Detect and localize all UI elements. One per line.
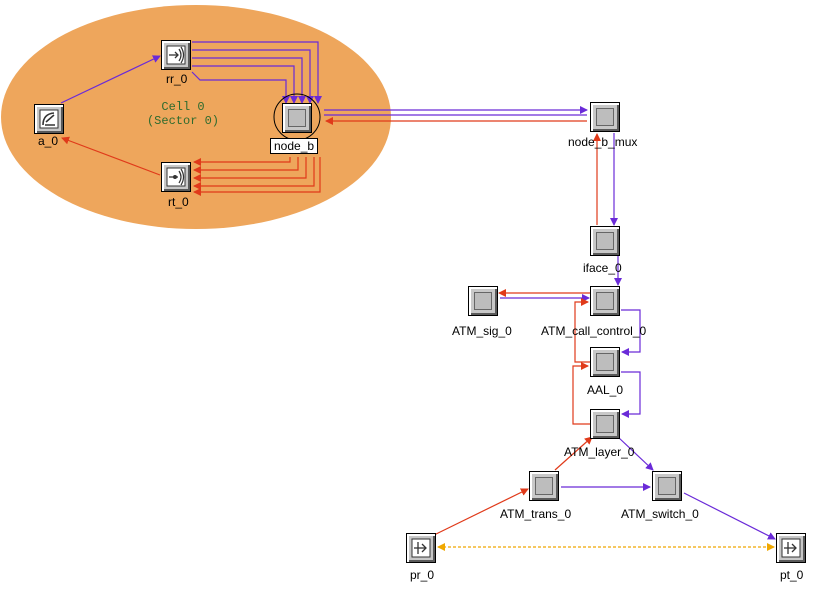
node-rt0-label: rt_0 (168, 195, 189, 209)
node-nodebmux-label: node_b_mux (568, 135, 638, 149)
node-atmswitch0-label: ATM_switch_0 (621, 507, 699, 521)
link-layer-switch[interactable] (617, 436, 654, 471)
node-pt0[interactable] (776, 533, 806, 563)
node-iface0[interactable] (590, 226, 620, 256)
link-nodeb-rt0-2[interactable] (193, 157, 299, 174)
link-rt0-a0[interactable] (61, 136, 161, 176)
link-rr0-nodeb-1[interactable] (192, 41, 322, 104)
link-rr0-nodeb-4[interactable] (192, 65, 298, 104)
node-atmtrans0[interactable] (529, 471, 559, 501)
cell-label: Cell 0 (Sector 0) (128, 100, 238, 128)
link-trans-layer[interactable] (554, 436, 593, 471)
node-a0[interactable] (34, 104, 64, 134)
cell-sector-region (1, 5, 391, 229)
node-nodeb-label: node_b (270, 138, 319, 154)
link-nodeb-rt0-3[interactable] (193, 157, 307, 182)
node-pr0[interactable] (406, 533, 436, 563)
node-atmswitch0[interactable] (652, 471, 682, 501)
node-nodeb[interactable] (282, 103, 312, 133)
link-nodeb-rt0-1[interactable] (193, 157, 291, 166)
node-a0-label: a_0 (38, 134, 59, 148)
node-pr0-label: pr_0 (410, 568, 435, 582)
link-switch-pt[interactable] (683, 492, 776, 540)
node-aal0[interactable] (590, 347, 620, 377)
node-atmlayer0[interactable] (590, 409, 620, 439)
antenna-icon (39, 109, 59, 129)
link-aal-layer-tx[interactable] (621, 371, 641, 418)
radio-receiver-icon (166, 45, 186, 65)
node-atmcallcontrol0-label: ATM_call_control_0 (541, 324, 647, 338)
link-nodeb-rt0-4[interactable] (193, 157, 315, 190)
link-rr0-nodeb-3[interactable] (192, 57, 306, 104)
node-rr0-label: rr_0 (166, 72, 188, 86)
cell-label-line1: Cell 0 (161, 100, 205, 114)
node-pt0-label: pt_0 (780, 568, 804, 582)
node-atmtrans0-label: ATM_trans_0 (500, 507, 572, 521)
link-a0-rr0[interactable] (60, 55, 161, 104)
link-nodeb-rt0-5[interactable] (193, 157, 321, 196)
point-to-point-receiver-icon (411, 538, 431, 558)
node-atmlayer0-label: ATM_layer_0 (564, 445, 635, 459)
node-rt0[interactable] (161, 162, 191, 192)
point-to-point-transmitter-icon (781, 538, 801, 558)
node-nodebmux[interactable] (590, 102, 620, 132)
radio-transmitter-icon (166, 167, 186, 187)
node-aal0-label: AAL_0 (587, 383, 624, 397)
link-rr0-nodeb-2[interactable] (192, 49, 314, 104)
link-layer-aal-rx[interactable] (572, 362, 590, 425)
node-atmsig0[interactable] (468, 286, 498, 316)
link-callctrl-aal-tx[interactable] (621, 309, 641, 356)
link-pr-trans[interactable] (431, 488, 529, 537)
node-atmcallcontrol0[interactable] (590, 286, 620, 316)
node-atmsig0-label: ATM_sig_0 (452, 324, 512, 338)
link-rr0-nodeb-5[interactable] (191, 71, 290, 104)
cell-label-line2: (Sector 0) (146, 114, 219, 128)
node-iface0-label: iface_0 (583, 261, 622, 275)
node-rr0[interactable] (161, 40, 191, 70)
